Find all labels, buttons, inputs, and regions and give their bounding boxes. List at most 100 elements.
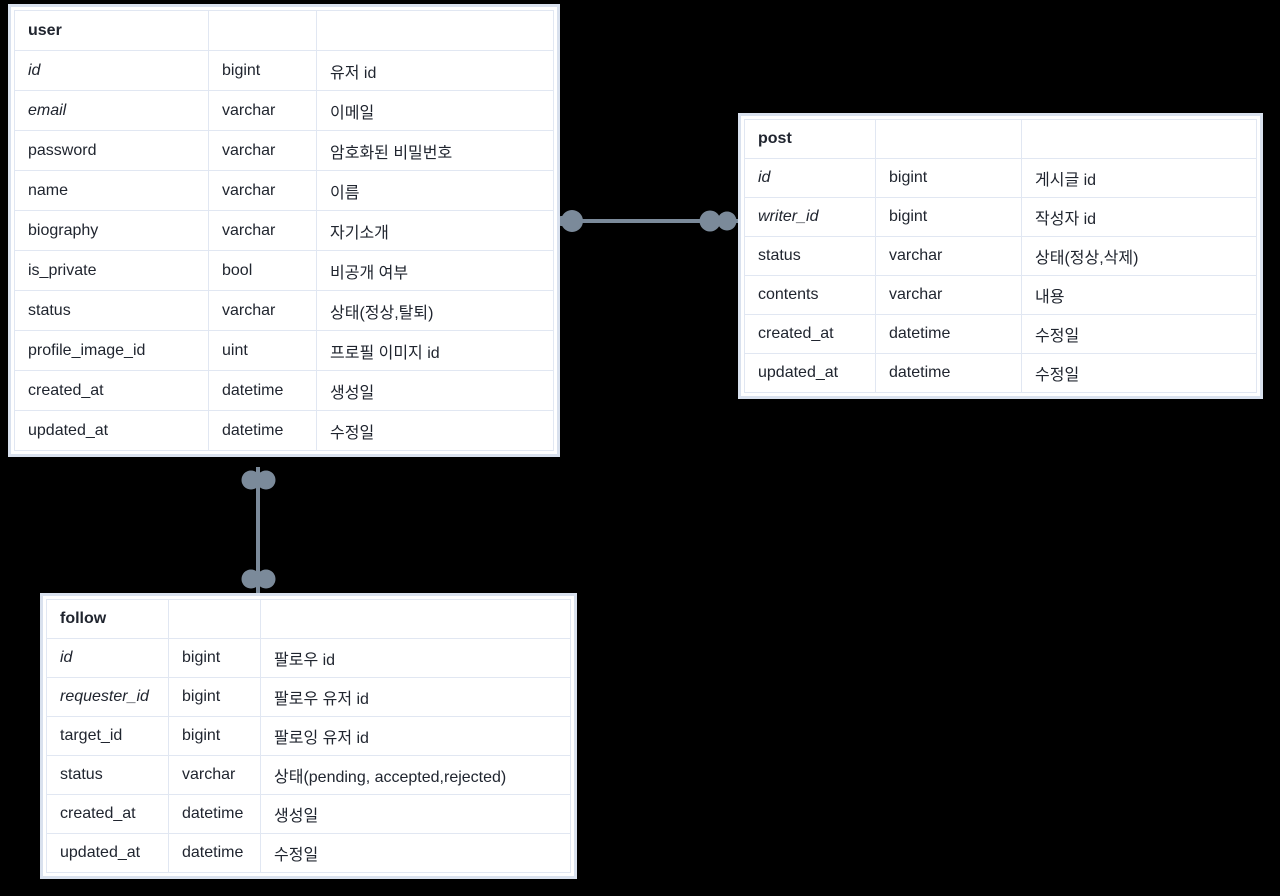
connector-user-follow[interactable]	[241, 467, 276, 593]
empty-header-cell	[208, 10, 317, 51]
field-description: 생성일	[316, 370, 554, 411]
field-name: updated_at	[14, 410, 209, 451]
field-type: datetime	[208, 370, 317, 411]
table-user: user id bigint 유저 id email varchar 이메일 p…	[14, 10, 554, 451]
field-name: target_id	[46, 716, 169, 756]
field-type: bigint	[168, 677, 261, 717]
field-type: varchar	[208, 210, 317, 251]
field-type: bigint	[168, 638, 261, 678]
table-follow: follow id bigint 팔로우 id requester_id big…	[46, 599, 571, 873]
table-row: writer_id bigint 작성자 id	[744, 197, 1257, 237]
connector-user-post[interactable]	[558, 210, 738, 232]
field-description: 상태(정상,삭제)	[1021, 236, 1257, 276]
table-post: post id bigint 게시글 id writer_id bigint 작…	[744, 119, 1257, 393]
field-name: id	[744, 158, 876, 198]
table-title: post	[744, 119, 876, 159]
field-description: 팔로우 유저 id	[260, 677, 571, 717]
table-row: requester_id bigint 팔로우 유저 id	[46, 677, 571, 717]
field-name: contents	[744, 275, 876, 315]
field-type: varchar	[208, 130, 317, 171]
field-type: datetime	[875, 353, 1022, 393]
field-description: 상태(pending, accepted,rejected)	[260, 755, 571, 795]
empty-header-cell	[1021, 119, 1257, 159]
field-name: status	[14, 290, 209, 331]
table-row: status varchar 상태(pending, accepted,reje…	[46, 755, 571, 795]
field-name: email	[14, 90, 209, 131]
field-description: 프로필 이미지 id	[316, 330, 554, 371]
field-description: 내용	[1021, 275, 1257, 315]
field-description: 상태(정상,탈퇴)	[316, 290, 554, 331]
table-row: created_at datetime 생성일	[14, 370, 554, 411]
table-row: target_id bigint 팔로잉 유저 id	[46, 716, 571, 756]
field-description: 비공개 여부	[316, 250, 554, 291]
field-name: status	[46, 755, 169, 795]
field-type: bigint	[168, 716, 261, 756]
table-title: follow	[46, 599, 169, 639]
empty-header-cell	[875, 119, 1022, 159]
field-name: created_at	[744, 314, 876, 354]
field-name: created_at	[46, 794, 169, 834]
field-type: datetime	[168, 794, 261, 834]
field-name: profile_image_id	[14, 330, 209, 371]
field-description: 이메일	[316, 90, 554, 131]
many-cardinality-icon	[241, 569, 276, 589]
table-row: email varchar 이메일	[14, 90, 554, 131]
table-row: created_at datetime 수정일	[744, 314, 1257, 354]
field-name: updated_at	[46, 833, 169, 873]
field-name: id	[14, 50, 209, 91]
field-type: bigint	[875, 197, 1022, 237]
field-description: 수정일	[316, 410, 554, 451]
table-header-row: user	[14, 10, 554, 51]
table-card-post[interactable]: post id bigint 게시글 id writer_id bigint 작…	[738, 113, 1263, 399]
field-name: name	[14, 170, 209, 211]
table-row: profile_image_id uint 프로필 이미지 id	[14, 330, 554, 371]
field-type: varchar	[208, 170, 317, 211]
field-type: bool	[208, 250, 317, 291]
field-description: 작성자 id	[1021, 197, 1257, 237]
table-header-row: follow	[46, 599, 571, 639]
table-row: contents varchar 내용	[744, 275, 1257, 315]
table-header-row: post	[744, 119, 1257, 159]
field-description: 자기소개	[316, 210, 554, 251]
field-name: status	[744, 236, 876, 276]
field-type: bigint	[208, 50, 317, 91]
field-description: 수정일	[260, 833, 571, 873]
field-name: id	[46, 638, 169, 678]
field-name: created_at	[14, 370, 209, 411]
field-description: 팔로우 id	[260, 638, 571, 678]
field-description: 게시글 id	[1021, 158, 1257, 198]
field-type: varchar	[875, 275, 1022, 315]
field-description: 수정일	[1021, 353, 1257, 393]
field-name: writer_id	[744, 197, 876, 237]
empty-header-cell	[316, 10, 554, 51]
field-name: password	[14, 130, 209, 171]
table-row: biography varchar 자기소개	[14, 210, 554, 251]
table-row: is_private bool 비공개 여부	[14, 250, 554, 291]
field-name: biography	[14, 210, 209, 251]
table-row: created_at datetime 생성일	[46, 794, 571, 834]
field-type: varchar	[208, 290, 317, 331]
table-row: id bigint 유저 id	[14, 50, 554, 91]
field-name: requester_id	[46, 677, 169, 717]
table-row: id bigint 팔로우 id	[46, 638, 571, 678]
table-row: updated_at datetime 수정일	[14, 410, 554, 451]
many-cardinality-icon	[241, 470, 276, 490]
empty-header-cell	[260, 599, 571, 639]
one-cardinality-icon	[558, 210, 583, 232]
table-row: name varchar 이름	[14, 170, 554, 211]
table-title: user	[14, 10, 209, 51]
table-row: id bigint 게시글 id	[744, 158, 1257, 198]
table-row: updated_at datetime 수정일	[744, 353, 1257, 393]
field-name: updated_at	[744, 353, 876, 393]
empty-header-cell	[168, 599, 261, 639]
field-description: 암호화된 비밀번호	[316, 130, 554, 171]
field-description: 수정일	[1021, 314, 1257, 354]
table-row: status varchar 상태(정상,삭제)	[744, 236, 1257, 276]
field-type: datetime	[875, 314, 1022, 354]
field-type: varchar	[168, 755, 261, 795]
table-card-follow[interactable]: follow id bigint 팔로우 id requester_id big…	[40, 593, 577, 879]
field-description: 이름	[316, 170, 554, 211]
table-card-user[interactable]: user id bigint 유저 id email varchar 이메일 p…	[8, 4, 560, 457]
table-row: updated_at datetime 수정일	[46, 833, 571, 873]
